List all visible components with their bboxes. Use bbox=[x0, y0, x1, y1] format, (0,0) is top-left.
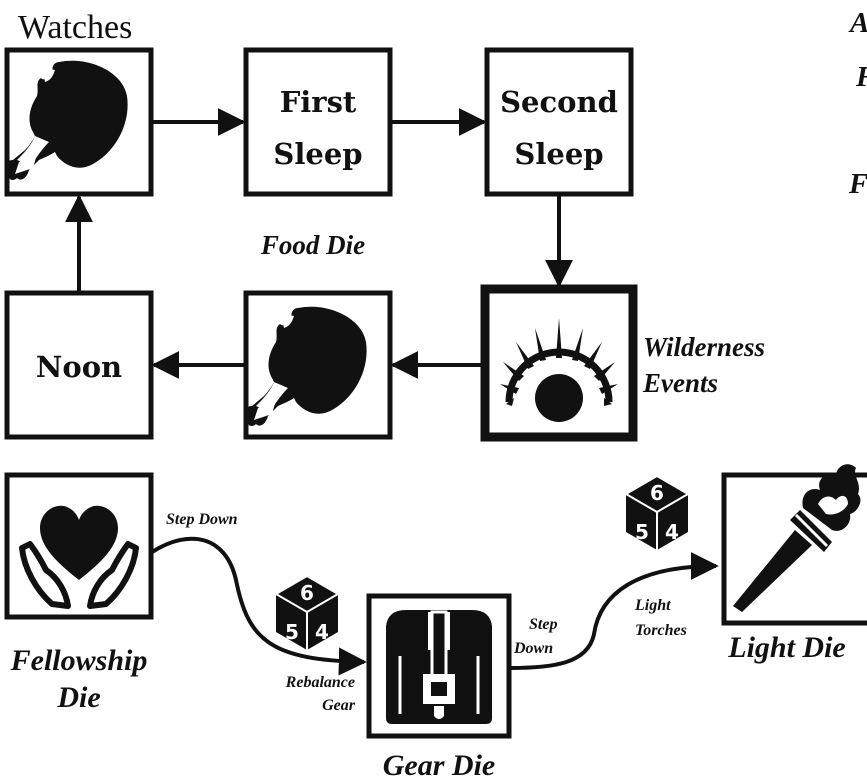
light-torches-line2: Torches bbox=[635, 622, 687, 639]
wilderness-label-line2: Events bbox=[642, 368, 718, 398]
backpack-icon bbox=[386, 610, 492, 724]
d6-die-icon: 6 5 4 bbox=[275, 575, 339, 651]
watch-box-meat-bottom bbox=[243, 290, 393, 440]
step-down-label-1: Step Down bbox=[166, 511, 238, 528]
step-down-label-2-line2: Down bbox=[513, 640, 553, 657]
die1-top: 6 bbox=[300, 581, 314, 605]
starburst-icon bbox=[500, 318, 618, 422]
watch-box-noon: Noon bbox=[4, 290, 154, 440]
noon-label: Noon bbox=[36, 350, 122, 384]
title: Watches bbox=[18, 9, 132, 46]
second-sleep-line2: Sleep bbox=[514, 137, 603, 171]
first-sleep-line1: First bbox=[280, 85, 357, 119]
die2-top: 6 bbox=[650, 481, 664, 505]
watch-box-second-sleep: Second Sleep bbox=[484, 47, 634, 197]
step-down-label-2-line1: Step bbox=[529, 616, 557, 633]
die2-right: 4 bbox=[665, 520, 679, 544]
rebalance-label-line2: Gear bbox=[322, 697, 356, 714]
torch-icon bbox=[733, 464, 861, 612]
gear-die-label: Gear Die bbox=[383, 749, 495, 782]
watch-arrows bbox=[65, 108, 573, 379]
edge-text-a: A bbox=[848, 7, 867, 39]
gear-die-box bbox=[366, 593, 512, 739]
watch-box-wilderness bbox=[480, 284, 638, 442]
wilderness-label-line1: Wilderness bbox=[643, 332, 765, 362]
food-die-label: Food Die bbox=[260, 230, 365, 260]
fellowship-label-line2: Die bbox=[56, 681, 100, 714]
light-torches-line1: Light bbox=[634, 597, 671, 614]
die2-left: 5 bbox=[635, 520, 649, 544]
heart-hands-icon bbox=[19, 505, 139, 609]
rebalance-label-line1: Rebalance bbox=[285, 674, 355, 691]
watch-box-first-sleep: First Sleep bbox=[243, 47, 393, 197]
arrow-fellowship-to-gear bbox=[150, 536, 367, 676]
watch-box-meat-top bbox=[4, 47, 154, 197]
die1-left: 5 bbox=[285, 620, 299, 644]
arrow-gear-to-light bbox=[509, 552, 719, 670]
light-die-label: Light Die bbox=[727, 631, 846, 664]
fellowship-label-line1: Fellowship bbox=[10, 644, 148, 677]
fellowship-die-box bbox=[4, 472, 154, 620]
edge-text-f2: F bbox=[848, 168, 867, 200]
first-sleep-line2: Sleep bbox=[273, 137, 362, 171]
second-sleep-line1: Second bbox=[500, 85, 618, 119]
d6-die-icon: 6 5 4 bbox=[625, 475, 689, 551]
light-die-box bbox=[721, 464, 867, 626]
die1-right: 4 bbox=[315, 620, 329, 644]
edge-text-f1: F bbox=[855, 61, 867, 93]
